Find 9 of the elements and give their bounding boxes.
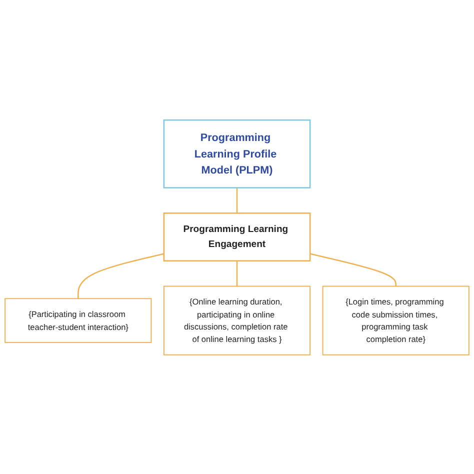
node-box: {Online learning duration, participating in online discussions, completion rate of online learning tasks }: [163, 285, 311, 355]
node-box: {Login times, programming code submission times, programming task completion rate}: [322, 285, 470, 355]
connector: [236, 187, 238, 213]
connector: [78, 252, 164, 298]
node-box: {Participating in classroom teacher-student interaction}: [4, 298, 152, 342]
connector: [310, 252, 396, 286]
connector: [236, 260, 238, 286]
node-box: Programming Learning Profile Model (PLPM): [163, 118, 311, 188]
node-box: Programming Learning Engagement: [163, 212, 311, 261]
